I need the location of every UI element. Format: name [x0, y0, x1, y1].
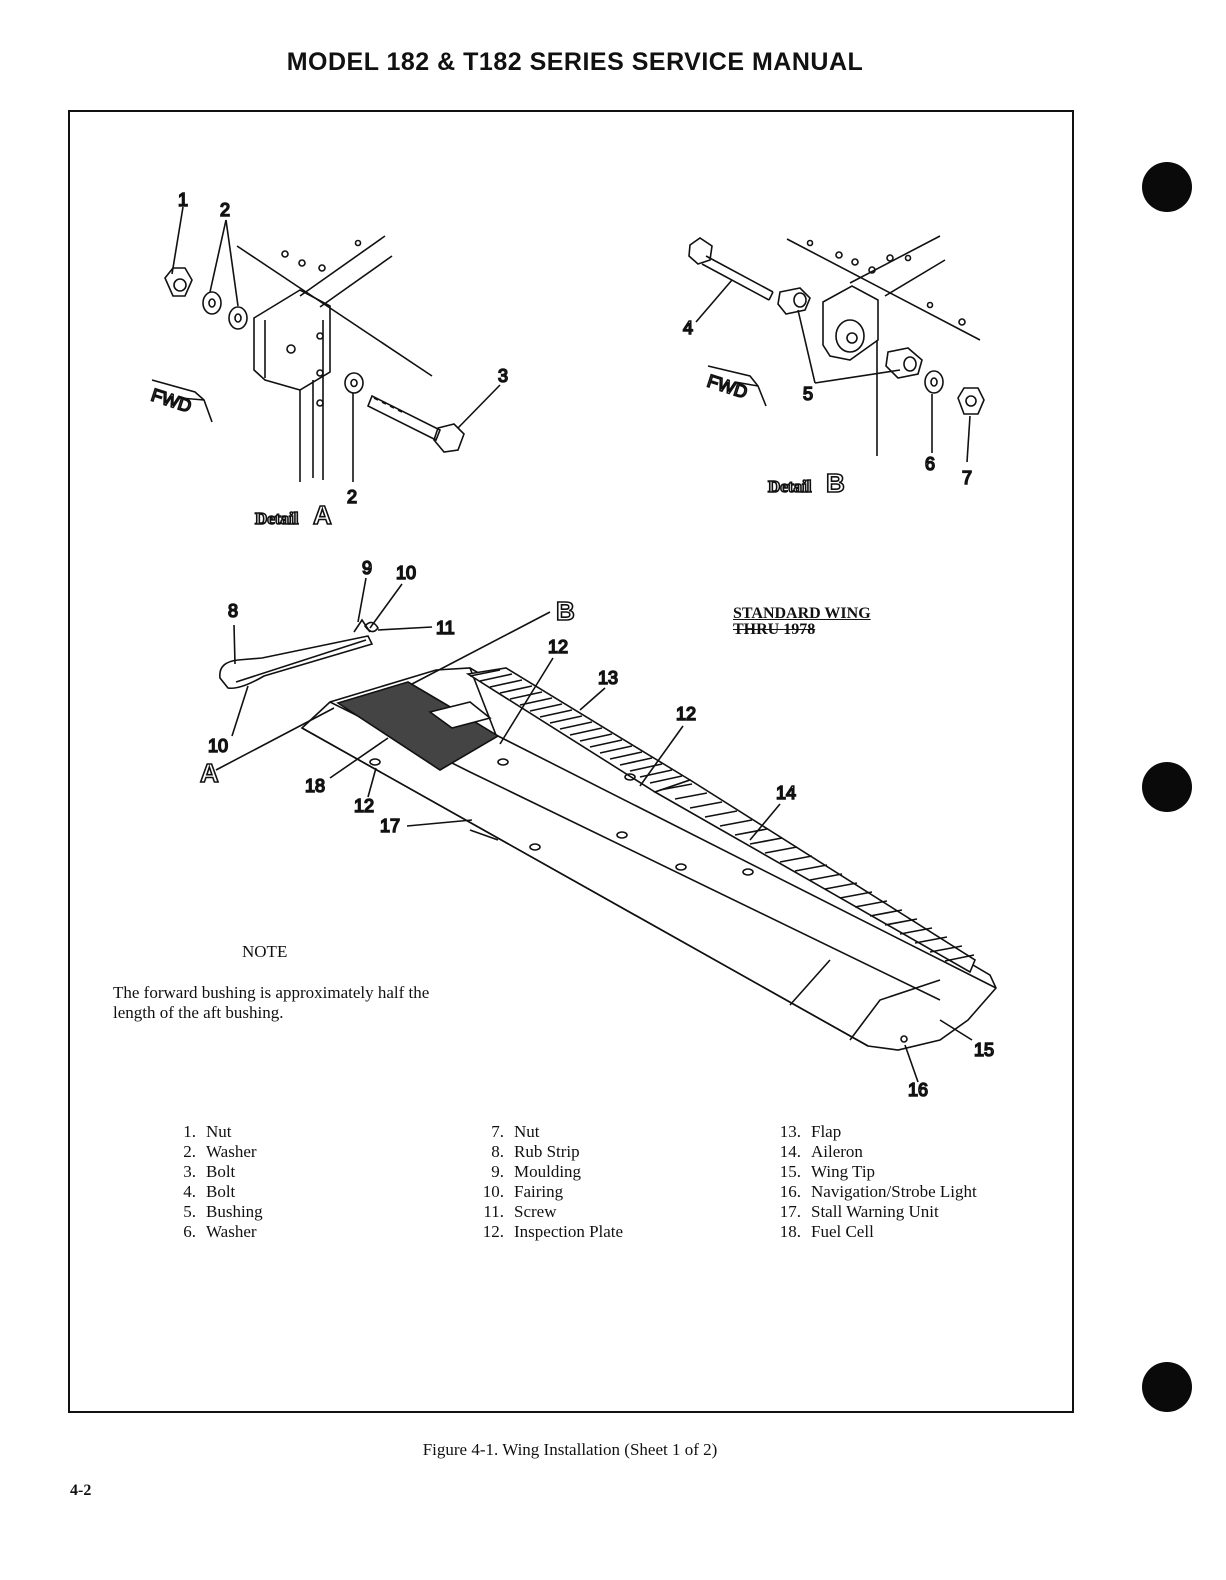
legend-item: 16.Navigation/Strobe Light [779, 1182, 977, 1201]
callout-5: 5 [803, 384, 813, 404]
callout-7: 7 [962, 468, 972, 488]
callout-18: 18 [305, 776, 325, 796]
callout-11: 11 [436, 618, 455, 638]
legend-item: 12.Inspection Plate [482, 1222, 624, 1241]
callout-13: 13 [598, 668, 618, 688]
legend-column-1: 1.Nut 2.Washer 3.Bolt 4.Bolt 5.Bushing 6… [160, 1122, 263, 1242]
legend-item: 18.Fuel Cell [779, 1222, 874, 1241]
binder-hole-middle [1142, 762, 1192, 812]
page-number: 4-2 [70, 1482, 92, 1499]
manual-header: MODEL 182 & T182 SERIES SERVICE MANUAL [286, 48, 864, 76]
reference-b: B [556, 596, 575, 626]
legend-item: 10.Fairing [482, 1182, 564, 1201]
callout-6: 6 [925, 454, 935, 474]
legend-item: 13.Flap [779, 1122, 842, 1141]
callout-12c: 12 [354, 796, 374, 816]
note-title: NOTE [242, 942, 288, 961]
legend-column-3: 13.Flap 14.Aileron 15.Wing Tip 16.Naviga… [765, 1122, 977, 1242]
legend-item: 6.Washer [183, 1222, 257, 1241]
legend-item: 17.Stall Warning Unit [779, 1202, 939, 1221]
detail-a-drawing [151, 206, 501, 482]
detail-b-letter: B [826, 468, 845, 498]
legend-item: 14.Aileron [779, 1142, 863, 1161]
legend-item: 3.Bolt [183, 1162, 236, 1181]
legend-item: 1.Nut [183, 1122, 232, 1141]
callout-10: 10 [396, 563, 416, 583]
wing-caption: STANDARD WING THRU 1978 [733, 606, 871, 638]
callout-10b: 10 [208, 736, 228, 756]
legend-item: 4.Bolt [183, 1182, 236, 1201]
callout-3: 3 [498, 366, 508, 386]
callout-12a: 12 [548, 637, 568, 657]
figure-frame [68, 110, 1074, 1413]
figure-caption: Figure 4-1. Wing Installation (Sheet 1 o… [422, 1440, 718, 1459]
callout-8: 8 [228, 601, 238, 621]
legend-item: 11.Screw [483, 1202, 557, 1221]
callout-12b: 12 [676, 704, 696, 724]
detail-a-label: Detail [255, 509, 299, 528]
detail-a-letter: A [313, 500, 332, 530]
callout-2: 2 [220, 200, 230, 220]
callout-4: 4 [683, 318, 693, 338]
callout-14: 14 [776, 783, 796, 803]
callout-16: 16 [908, 1080, 928, 1100]
callout-17: 17 [380, 816, 400, 836]
wing-caption-line-2: THRU 1978 [733, 621, 816, 638]
callout-9: 9 [362, 558, 372, 578]
legend-item: 5.Bushing [183, 1202, 263, 1221]
legend-item: 9.Moulding [491, 1162, 582, 1181]
callout-15: 15 [974, 1040, 994, 1060]
legend-item: 15.Wing Tip [779, 1162, 876, 1181]
legend-item: 8.Rub Strip [491, 1142, 580, 1161]
detail-b-drawing [688, 235, 985, 463]
wing-caption-line-1: STANDARD WING [733, 605, 871, 622]
callout-1: 1 [178, 190, 188, 210]
binder-hole-bottom [1142, 1362, 1192, 1412]
legend-column-2: 7.Nut 8.Rub Strip 9.Moulding 10.Fairing … [468, 1122, 623, 1242]
legend-item: 7.Nut [491, 1122, 540, 1141]
fwd-arrow-b-label: FWD [705, 371, 750, 403]
callout-2b: 2 [347, 487, 357, 507]
wing-drawing [215, 577, 997, 1083]
note-body: The forward bushing is approximately hal… [113, 983, 430, 1022]
legend-item: 2.Washer [183, 1142, 257, 1161]
reference-a: A [200, 758, 219, 788]
detail-b-label: Detail [768, 477, 812, 496]
binder-hole-top [1142, 162, 1192, 212]
